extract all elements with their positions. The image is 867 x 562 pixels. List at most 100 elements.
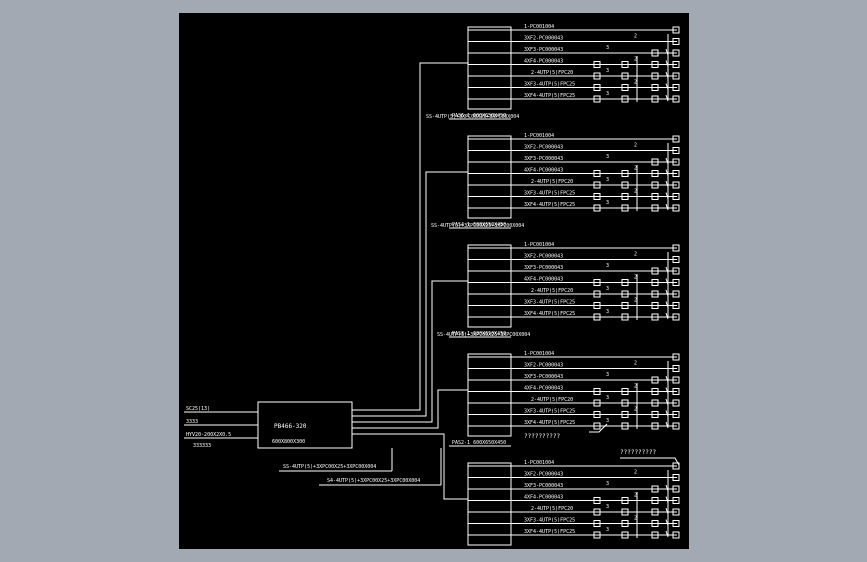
outlet-symbol <box>672 204 680 212</box>
note-leaders <box>589 423 680 466</box>
circuit-label: 2-4UTP(5)FPC20 <box>531 397 573 403</box>
circuit-mark: 3 <box>606 68 609 74</box>
outlet-symbol <box>651 302 659 309</box>
outlet-symbol <box>651 279 659 286</box>
outlet-symbol <box>651 399 659 407</box>
panel-box <box>467 26 512 110</box>
outlet-symbol <box>593 497 601 504</box>
outlet-symbol <box>593 399 601 407</box>
outlet-symbol <box>593 520 601 527</box>
panel-group-3: PAS3-1 600X650X4501-PC0010043XF2-PC00004… <box>449 242 680 338</box>
outlet-symbol <box>621 84 629 91</box>
outlet-symbol <box>651 422 659 430</box>
outlet-symbol <box>593 72 601 80</box>
circuit-mark: 2 <box>634 80 637 86</box>
circuit-label: 2-4UTP(5)FPC20 <box>531 179 573 185</box>
circuit-mark: 2 <box>634 189 637 195</box>
main-box-title: PB466-320 <box>274 423 307 430</box>
circuit-label: 1-PC001004 <box>524 351 554 357</box>
circuit-mark: 3 <box>606 200 609 206</box>
circuit-mark: 3 <box>606 309 609 315</box>
circuit-label: 3XF3-4UTP(5)FPC25 <box>524 82 575 88</box>
circuit-label: 3XF2-PC000043 <box>524 254 563 260</box>
outlet-symbol <box>672 353 680 361</box>
feed-label-1: SS-4UTP(5)+3XPC00X25+3XPC00X004 <box>426 114 519 120</box>
outlet-symbol <box>651 49 659 57</box>
left-label-4: 333333 <box>193 443 211 449</box>
outlet-symbol <box>593 84 601 91</box>
outlet-symbol <box>651 158 659 166</box>
outlet-symbol <box>651 290 659 298</box>
circuit-mark: 2 <box>634 407 637 413</box>
outlet-symbol <box>621 279 629 286</box>
circuit-mark: 2 <box>634 493 637 499</box>
outlet-symbol <box>621 61 629 68</box>
circuit-mark: 3 <box>606 263 609 269</box>
outlet-symbol <box>672 302 680 309</box>
outlet-symbol <box>672 193 680 200</box>
outlet-symbol <box>672 256 680 263</box>
outlet-symbol <box>672 399 680 407</box>
panel-box <box>467 244 512 328</box>
outlet-symbol <box>621 170 629 177</box>
circuit-mark: 2 <box>634 166 637 172</box>
outlet-symbol <box>621 422 629 430</box>
outlet-symbol <box>621 72 629 80</box>
outlet-symbol <box>593 181 601 189</box>
circuit-label: 3XF3-PC000043 <box>524 265 563 271</box>
outlet-symbol <box>672 474 680 481</box>
circuit-mark: 2 <box>634 298 637 304</box>
circuit-label: 3XF3-4UTP(5)FPC25 <box>524 191 575 197</box>
outlet-symbol <box>621 302 629 309</box>
outlet-symbol <box>672 497 680 504</box>
circuit-mark: 2 <box>634 252 637 258</box>
drawing-canvas: PB466-320 600X800X300 SC25(13) 3333 HYV2… <box>179 13 689 556</box>
outlet-symbol <box>593 170 601 177</box>
panel-groups: PAS6-1 600X650X4501-PC0010043XF2-PC00004… <box>449 24 680 556</box>
incoming-lines <box>184 411 258 439</box>
circuit-label: 3XF3-PC000043 <box>524 156 563 162</box>
outlet-symbol <box>593 95 601 103</box>
circuit-label: 3XF2-PC000043 <box>524 145 563 151</box>
outlet-symbol <box>672 72 680 80</box>
circuit-mark: 3 <box>606 527 609 533</box>
circuit-label: 1-PC001004 <box>524 133 554 139</box>
outlet-symbol <box>672 26 680 34</box>
panel-group-2: PAS4-1 600X650X4501-PC0010043XF2-PC00004… <box>449 133 680 229</box>
outlet-symbol <box>593 193 601 200</box>
feed-lines <box>279 62 468 500</box>
outlet-symbol <box>672 38 680 45</box>
outlet-symbol <box>651 376 659 384</box>
circuit-label: 4XF4-PC000043 <box>524 277 563 283</box>
outlet-symbol <box>651 531 659 539</box>
circuit-label: 3XF3-PC000043 <box>524 374 563 380</box>
outlet-symbol <box>672 531 680 539</box>
outlet-symbol <box>621 388 629 395</box>
outlet-symbol <box>672 290 680 298</box>
circuit-mark: 3 <box>606 504 609 510</box>
outlet-symbol <box>651 84 659 91</box>
panel-group-5: PAS1-1 600X650X4501-PC0010043XF2-PC00004… <box>449 460 680 556</box>
circuit-mark: 3 <box>606 418 609 424</box>
circuit-label: 3XF2-PC000043 <box>524 36 563 42</box>
left-label-1: SC25(13) <box>186 406 210 412</box>
outlet-symbol <box>593 290 601 298</box>
circuit-label: 3XF2-PC000043 <box>524 472 563 478</box>
circuit-label: 4XF4-PC000043 <box>524 168 563 174</box>
circuit-mark: 2 <box>634 516 637 522</box>
circuit-label: 1-PC001004 <box>524 242 554 248</box>
circuit-label: 3XF4-4UTP(5)FPC25 <box>524 529 575 535</box>
outlet-symbol <box>672 462 680 470</box>
outlet-symbol <box>672 181 680 189</box>
outlet-symbol <box>621 411 629 418</box>
outlet-symbol <box>651 411 659 418</box>
circuit-mark: 3 <box>606 45 609 51</box>
outlet-symbol <box>672 485 680 493</box>
feed-label-5: S4-4UTP(5)+3XPC00X25+3XPC00X004 <box>327 478 420 484</box>
panel-label: PAS2-1 600X650X450 <box>452 440 506 446</box>
outlet-symbol <box>593 204 601 212</box>
outlet-symbol <box>621 193 629 200</box>
outlet-symbol <box>651 497 659 504</box>
panel-group-1: PAS6-1 600X650X4501-PC0010043XF2-PC00004… <box>449 24 680 120</box>
outlet-symbol <box>593 279 601 286</box>
